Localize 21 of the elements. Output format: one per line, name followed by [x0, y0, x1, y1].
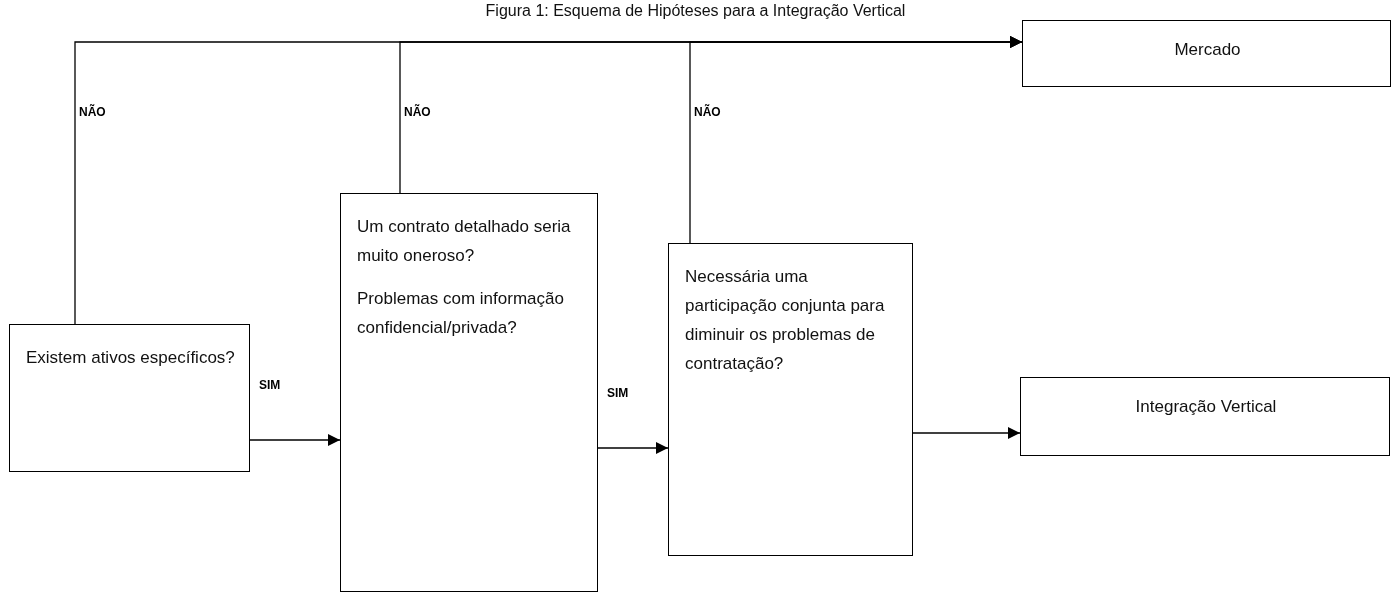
- box-text: Um contrato detalhado seria muito oneroso?: [357, 216, 572, 267]
- process-box: [9, 324, 250, 472]
- box-text: Integração Vertical: [1134, 396, 1278, 418]
- box-text: Mercado: [1173, 39, 1242, 61]
- edge-label: SIM: [606, 386, 630, 400]
- process-box: [668, 243, 913, 556]
- diagram-title: Figura 1: Esquema de Hipóteses para a Integração Vertical: [484, 2, 907, 20]
- edge-label: NÃO: [78, 105, 107, 119]
- process-box: [1022, 20, 1391, 87]
- edge-label: SIM: [258, 378, 282, 392]
- process-box: [1020, 377, 1390, 456]
- box-text: Existem ativos específicos?: [26, 347, 235, 369]
- edge-label: NÃO: [403, 105, 432, 119]
- arrow: [597, 442, 669, 454]
- box-text: Problemas com informação confidencial/privada?: [357, 288, 565, 339]
- arrow: [689, 36, 1023, 244]
- edge-label: NÃO: [693, 105, 722, 119]
- arrow: [249, 434, 341, 446]
- arrow: [912, 427, 1021, 439]
- process-box: [340, 193, 598, 592]
- box-text: Necessária uma participação conjunta para diminuir os problemas de contratação?: [685, 266, 886, 375]
